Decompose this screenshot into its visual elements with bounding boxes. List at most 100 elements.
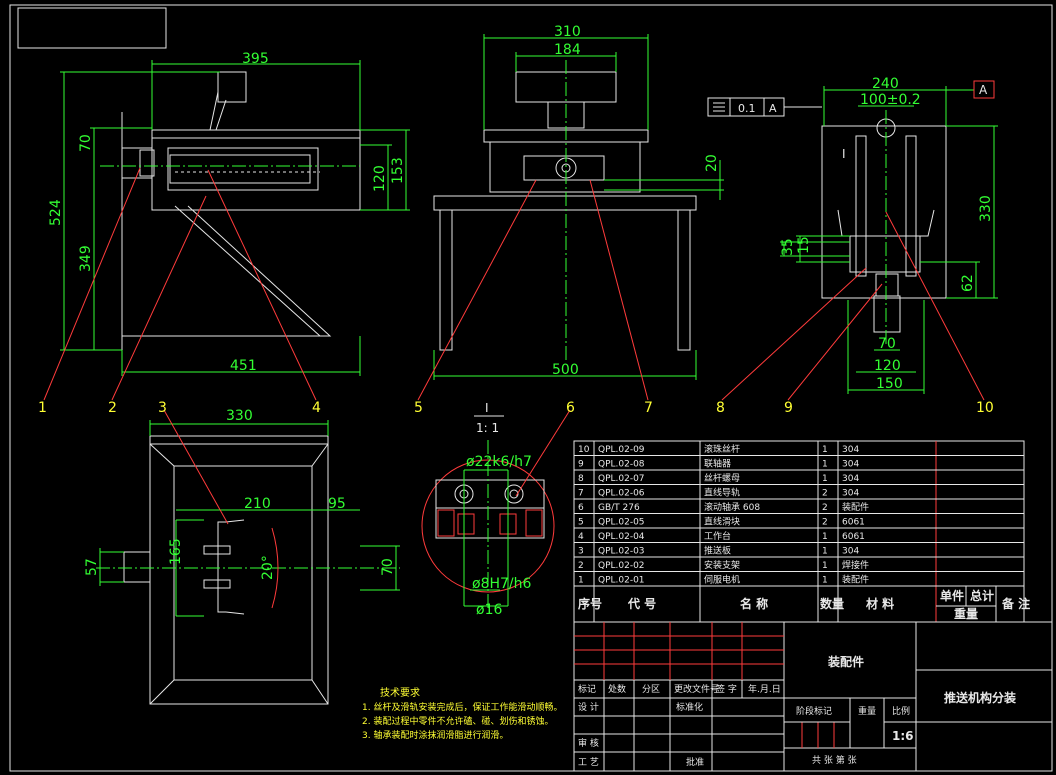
front-view <box>60 60 410 376</box>
bom-cell-code: QPL.02-04 <box>598 532 645 542</box>
tb-design: 设 计 <box>578 701 599 713</box>
bom-cell-name: 直线滑块 <box>704 516 740 528</box>
bom-cell-name: 推送板 <box>704 545 731 557</box>
bom-cell-qty: 2 <box>822 489 828 499</box>
bom-cell-qty: 1 <box>822 474 828 484</box>
dim-330-right: 330 <box>978 195 994 222</box>
tb-process: 工 艺 <box>578 757 599 768</box>
bom-cell-name: 工作台 <box>704 530 731 542</box>
dim-20-deg: 20° <box>260 555 276 580</box>
bom-cell-material: 装配件 <box>842 574 869 586</box>
tb-approve: 批准 <box>686 756 704 768</box>
bom-cell-qty: 2 <box>822 503 828 513</box>
dim-184: 184 <box>554 42 581 58</box>
tb-scale: 比例 <box>892 705 910 717</box>
bom-header: 序号 代 号 名 称 数量 材 料 单件 总计 重量 备 注 <box>578 588 1030 621</box>
balloon-1: 1 <box>38 400 47 416</box>
dim-phi16: ø16 <box>476 602 502 618</box>
dim-100-tol: 100±0.2 <box>860 92 921 108</box>
bom-cell-qty: 1 <box>822 445 828 455</box>
tolerance-frame: 0.1 A <box>707 97 822 117</box>
dim-phi22: ø22k6/h7 <box>466 454 532 470</box>
bom-cell-material: 304 <box>842 489 859 499</box>
tb-scale-value: 1:6 <box>892 729 914 743</box>
bom-cell-code: QPL.02-03 <box>598 547 645 557</box>
bom-cell-material: 304 <box>842 445 859 455</box>
right-view <box>780 86 998 394</box>
dim-95: 95 <box>328 496 346 512</box>
balloon-6: 6 <box>566 400 575 416</box>
detail-view: I 1: 1 <box>421 401 555 610</box>
bom-cell-name: 联轴器 <box>704 458 731 470</box>
bom-cell-name: 安装支架 <box>704 559 740 571</box>
balloon-4: 4 <box>312 400 321 416</box>
dim-240: 240 <box>872 76 899 92</box>
bom-cell-name: 丝杆螺母 <box>704 472 740 484</box>
dim-57: 57 <box>84 558 100 576</box>
leaders <box>43 167 985 525</box>
revision-grid <box>574 622 784 680</box>
detail-scale: 1: 1 <box>476 421 499 435</box>
bom-cell-code: QPL.02-05 <box>598 518 645 528</box>
tb-count: 处数 <box>608 683 626 695</box>
side-dims: 310 184 20 500 <box>552 24 720 378</box>
dim-62: 62 <box>960 274 976 292</box>
dim-70-right: 70 <box>878 336 896 352</box>
dim-500: 500 <box>552 362 579 378</box>
bom-header-weight: 重量 <box>954 606 978 621</box>
balloon-5: 5 <box>414 400 423 416</box>
dim-330-top: 330 <box>226 408 253 424</box>
bom-cell-qty: 1 <box>822 576 828 586</box>
balloon-8: 8 <box>716 400 725 416</box>
tech-req-item-1: 1. 丝杆及滑轨安装完成后，保证工作能滑动顺畅。 <box>362 701 562 713</box>
tb-drawing-name: 推送机构分装 <box>944 690 1016 705</box>
tb-mark: 标记 <box>578 683 596 695</box>
dim-35: 35 <box>780 238 796 256</box>
datum-label: A <box>979 83 988 97</box>
tb-assembly-label: 装配件 <box>827 654 864 669</box>
balloon-10: 10 <box>976 400 994 416</box>
bom-header-unit: 单件 <box>940 588 964 603</box>
title-block-text: 标记 处数 分区 更改文件号 签 字 年.月.日 设 计 标准化 审 核 工 艺… <box>578 654 1016 768</box>
bom-cell-no: 4 <box>578 532 584 542</box>
balloon-7: 7 <box>644 400 653 416</box>
bom-cell-code: QPL.02-09 <box>598 445 645 455</box>
dim-153: 153 <box>390 157 406 184</box>
dim-120-front: 120 <box>372 165 388 192</box>
dim-210: 210 <box>244 496 271 512</box>
tb-sheets: 共 张 第 张 <box>812 754 857 766</box>
bom-cell-no: 9 <box>578 460 584 470</box>
dim-165: 165 <box>168 538 184 565</box>
bom-cell-material: 304 <box>842 474 859 484</box>
bom-cell-no: 10 <box>578 445 590 455</box>
front-dims: 395 70 524 349 120 153 451 <box>48 51 406 374</box>
tb-stage: 阶段标记 <box>796 705 832 717</box>
tb-check: 审 核 <box>578 737 599 749</box>
bom-cell-no: 8 <box>578 474 584 484</box>
bom-cell-material: 6061 <box>842 518 865 528</box>
bom-cell-qty: 2 <box>822 518 828 528</box>
side-view <box>433 34 724 380</box>
bom-cell-qty: 1 <box>822 532 828 542</box>
dim-310: 310 <box>554 24 581 40</box>
tech-req-title: 技术要求 <box>380 686 420 699</box>
right-dims: 240 100±0.2 330 35 15 62 70 120 150 I <box>780 76 994 392</box>
detail-dims: ø22k6/h7 ø8H7/h6 ø16 <box>466 454 532 618</box>
bom-header-material: 材 料 <box>865 596 894 611</box>
bom-cell-material: 304 <box>842 547 859 557</box>
bom-cell-name: 滚珠丝杆 <box>704 443 740 455</box>
bom-header-code: 代 号 <box>627 596 656 611</box>
bom-cell-qty: 1 <box>822 460 828 470</box>
bom-cell-code: QPL.02-06 <box>598 489 645 499</box>
bom-cell-code: QPL.02-08 <box>598 460 645 470</box>
view-mark-I: I <box>842 147 846 161</box>
dim-20: 20 <box>704 154 720 172</box>
top-view <box>96 420 400 705</box>
bom-header-name: 名 称 <box>740 596 768 611</box>
bom-cell-no: 5 <box>578 518 584 528</box>
bom-header-qty: 数量 <box>820 596 844 611</box>
bom-cell-qty: 1 <box>822 561 828 571</box>
dim-phi8: ø8H7/h6 <box>472 576 531 592</box>
bom-cell-code: QPL.02-02 <box>598 561 645 571</box>
